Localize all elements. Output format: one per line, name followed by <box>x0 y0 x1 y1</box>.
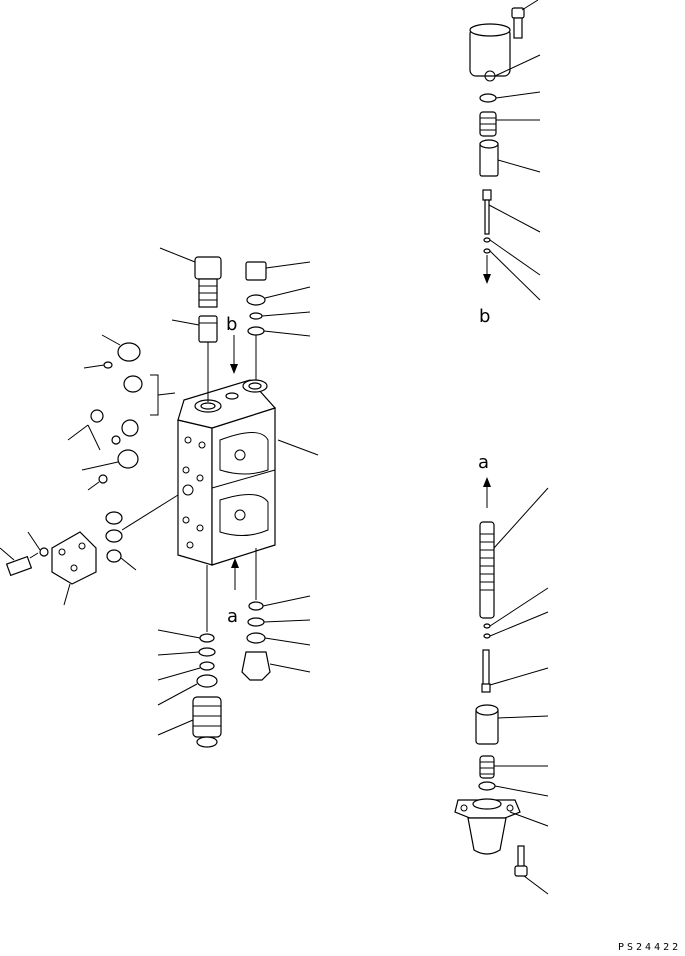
bottom-left-stack <box>157 565 222 748</box>
label-b-right: b <box>479 306 490 327</box>
label-b-main: b <box>226 314 237 335</box>
upper-right-exploded: b <box>469 0 541 327</box>
arrow-b-main: b <box>226 314 238 374</box>
valve-body <box>177 379 319 566</box>
top-fitting-stack <box>245 261 311 380</box>
side-seals <box>67 334 179 571</box>
arrow-a-main: a <box>227 558 239 627</box>
label-a-right: a <box>478 452 489 473</box>
lower-right-exploded: a <box>454 452 549 895</box>
side-cover <box>0 531 97 606</box>
bottom-right-stack <box>241 548 311 681</box>
top-spool <box>171 315 218 402</box>
label-a-main: a <box>227 606 238 627</box>
figure-code: PS24422 <box>618 942 681 953</box>
top-plug <box>159 247 222 308</box>
